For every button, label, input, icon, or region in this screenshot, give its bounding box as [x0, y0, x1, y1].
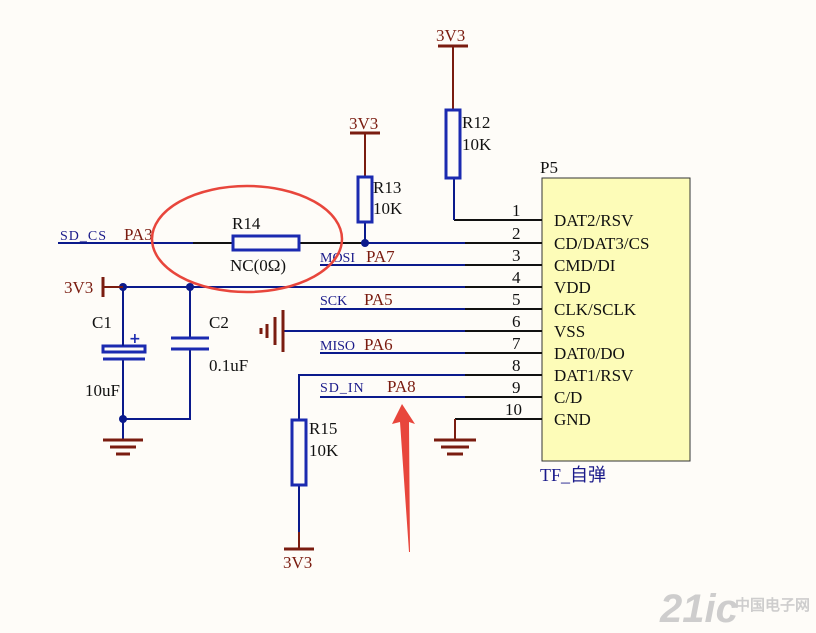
- resistor-r12: R12 10K: [444, 108, 492, 180]
- net-label-pa8: PA8: [387, 377, 416, 396]
- pin-name: CLK/SCLK: [554, 300, 637, 319]
- net-label-pa5: PA5: [364, 290, 393, 309]
- power-r13: 3V3: [349, 114, 380, 177]
- pin-name: C/D: [554, 388, 582, 407]
- net-label-mosi: MOSI: [320, 251, 355, 266]
- net-label-pa3: PA3: [124, 225, 153, 244]
- resistor-ref: R15: [309, 419, 337, 438]
- power-label: 3V3: [283, 553, 312, 572]
- highlight-arrow: [392, 404, 415, 552]
- connector-pin-numbers: 1 2 3 4 5 6 7 8 9 10: [505, 201, 522, 419]
- capacitor-c2: C2 0.1uF: [171, 313, 248, 375]
- connector-ref: P5: [540, 158, 558, 177]
- pin-number: 6: [512, 312, 521, 331]
- net-label-miso: MISO: [320, 339, 355, 354]
- pin-number: 3: [512, 246, 521, 265]
- highlight-ellipse: [150, 184, 344, 294]
- resistor-ref: R12: [462, 113, 490, 132]
- pin-number: 9: [512, 378, 521, 397]
- power-label: 3V3: [349, 114, 378, 133]
- connector-pin-names: DAT2/RSV CD/DAT3/CS CMD/DI VDD CLK/SCLK …: [554, 211, 649, 429]
- net-labels: SD_CS PA3 MOSI PA7 SCK PA5 MISO PA6 SD_I…: [60, 225, 416, 396]
- pin-number: 8: [512, 356, 521, 375]
- pin-name: GND: [554, 410, 591, 429]
- resistor-value: 10K: [373, 199, 403, 218]
- net-label-sck: SCK: [320, 294, 347, 309]
- pin-name: CD/DAT3/CS: [554, 234, 649, 253]
- resistor-r15: R15 10K: [290, 418, 339, 487]
- pin-number: 10: [505, 400, 522, 419]
- connector-body: [541, 177, 691, 462]
- pin-number: 5: [512, 290, 521, 309]
- connector-pin-lines: [454, 219, 542, 420]
- capacitor-value: 10uF: [85, 381, 120, 400]
- watermark-logo: 21ic 中国电子网: [659, 587, 810, 631]
- pin-number: 2: [512, 224, 521, 243]
- power-label: 3V3: [436, 26, 465, 45]
- net-label-sd-cs: SD_CS: [60, 229, 107, 244]
- pin-name: VSS: [554, 322, 585, 341]
- watermark-small: 中国电子网: [735, 596, 810, 614]
- power-label: 3V3: [64, 278, 93, 297]
- resistor-value: 10K: [462, 135, 492, 154]
- resistor-r13: R13 10K: [356, 175, 403, 224]
- power-left: 3V3: [64, 277, 123, 297]
- connector-name: TF_自弹: [540, 465, 606, 485]
- power-r15: 3V3: [283, 532, 314, 572]
- resistor-ref: R13: [373, 178, 401, 197]
- capacitor-c1: + C1 10uF: [85, 313, 147, 400]
- ground-c1: [103, 438, 143, 456]
- resistor-value: NC(0Ω): [230, 256, 286, 275]
- capacitor-ref: C1: [92, 313, 112, 332]
- polarity-plus: +: [129, 331, 141, 347]
- net-label-sd-in: SD_IN: [320, 381, 365, 396]
- pin-name: DAT1/RSV: [554, 366, 634, 385]
- resistor-ref: R14: [232, 214, 261, 233]
- pin-name: CMD/DI: [554, 256, 616, 275]
- ground-vss: [259, 310, 285, 352]
- ground-gnd: [434, 419, 476, 456]
- resistor-r14: R14 NC(0Ω): [230, 214, 301, 275]
- pin-number: 4: [512, 268, 521, 287]
- pin-number: 1: [512, 201, 521, 220]
- pin-name: DAT0/DO: [554, 344, 625, 363]
- net-label-pa6: PA6: [364, 335, 393, 354]
- power-r12: 3V3: [436, 26, 468, 110]
- capacitor-ref: C2: [209, 313, 229, 332]
- resistor-value: 10K: [309, 441, 339, 460]
- capacitor-value: 0.1uF: [209, 356, 248, 375]
- watermark-big: 21ic: [659, 587, 738, 631]
- pin-name: DAT2/RSV: [554, 211, 634, 230]
- pin-number: 7: [512, 334, 521, 353]
- pin-name: VDD: [554, 278, 591, 297]
- net-wires: [58, 178, 465, 532]
- net-label-pa7: PA7: [366, 247, 395, 266]
